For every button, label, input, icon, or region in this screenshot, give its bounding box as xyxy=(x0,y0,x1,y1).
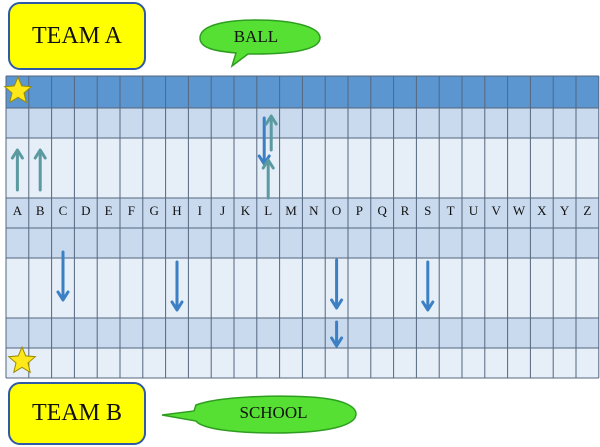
letter-b: B xyxy=(36,203,45,218)
letter-i: I xyxy=(198,203,202,218)
arrow-up-icon xyxy=(10,148,24,192)
letter-y: Y xyxy=(560,203,570,218)
grid-lines xyxy=(5,75,600,379)
school-speech-bubble: SCHOOL xyxy=(160,393,360,438)
star-icon xyxy=(3,75,33,104)
letter-v: V xyxy=(492,203,502,218)
ball-label: BALL xyxy=(233,27,279,46)
letter-u: U xyxy=(469,203,479,218)
letter-d: D xyxy=(81,203,90,218)
team-b-box: TEAM B xyxy=(8,382,146,445)
star-icon xyxy=(7,345,37,374)
letter-z: Z xyxy=(583,203,591,218)
stars xyxy=(3,75,37,374)
arrows xyxy=(10,114,435,348)
letter-g: G xyxy=(150,203,159,218)
letter-o: O xyxy=(332,203,341,218)
letter-n: N xyxy=(309,203,319,218)
letter-a: A xyxy=(13,203,23,218)
letter-p: P xyxy=(356,203,363,218)
team-b-label: TEAM B xyxy=(32,400,122,426)
letter-w: W xyxy=(513,203,526,218)
letter-l: L xyxy=(264,203,272,218)
letter-e: E xyxy=(105,203,113,218)
arrow-down-icon xyxy=(170,260,184,312)
team-a-label: TEAM A xyxy=(32,22,122,49)
arrow-up-icon xyxy=(264,114,278,152)
ball-speech-bubble: BALL xyxy=(190,18,325,68)
letter-j: J xyxy=(220,203,225,218)
letter-h: H xyxy=(172,203,181,218)
team-a-box: TEAM A xyxy=(8,2,146,70)
arrow-up-icon xyxy=(261,158,275,200)
letter-k: K xyxy=(241,203,251,218)
letter-c: C xyxy=(59,203,68,218)
letter-m: M xyxy=(285,203,297,218)
letter-q: Q xyxy=(378,203,388,218)
arrow-up-icon xyxy=(33,148,47,192)
arrow-down-icon xyxy=(330,320,344,348)
school-label: SCHOOL xyxy=(239,403,308,422)
letter-r: R xyxy=(401,203,410,218)
letter-f: F xyxy=(128,203,135,218)
letter-s: S xyxy=(424,203,431,218)
letter-x: X xyxy=(537,203,547,218)
arrow-down-icon xyxy=(330,258,344,310)
letter-t: T xyxy=(447,203,455,218)
arrow-down-icon xyxy=(56,250,70,302)
arrow-down-icon xyxy=(421,260,435,312)
